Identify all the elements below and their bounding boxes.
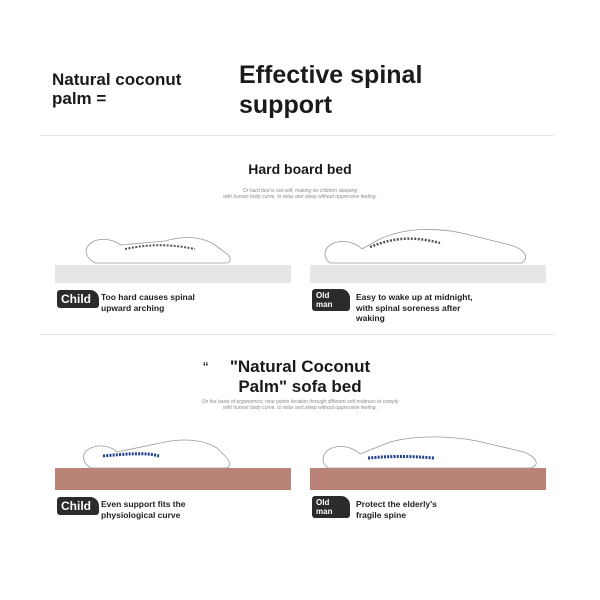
hard-oldman-caption: Easy to wake up at midnight, with spinal…	[356, 292, 473, 323]
hard-mattress-right	[310, 265, 546, 283]
section-title-palm-bed: "Natural Coconut Palm" sofa bed	[229, 357, 371, 396]
palm-mattress-right	[310, 468, 546, 490]
hard-bed-note-1: Or hard bed is not soft, making no child…	[242, 188, 358, 194]
palm-bed-child-illustration	[55, 412, 295, 502]
child-body-outline	[85, 237, 231, 264]
oldman-tag: Old man	[312, 289, 350, 311]
hard-bed-note-2: with human body curve, to relax and slee…	[223, 194, 377, 200]
palm-bed-note-1: On the basis of ergonomics, nine points …	[201, 399, 399, 405]
oldman-tag-palm: Old man	[312, 496, 350, 518]
oldman-spine-blue	[367, 455, 435, 460]
headline: Effective spinal support	[239, 61, 423, 119]
oldman-spine	[369, 237, 441, 249]
palm-mattress-left	[55, 468, 291, 490]
divider-top	[40, 135, 554, 136]
child-tag: Child	[57, 290, 99, 308]
child-tag-palm: Child	[57, 497, 99, 515]
oldman-body-outline-palm	[322, 436, 537, 469]
palm-oldman-caption: Protect the elderly's fragile spine	[356, 499, 437, 520]
section-title-hard-bed: Hard board bed	[248, 161, 352, 177]
hard-child-caption: Too hard causes spinal upward arching	[101, 292, 195, 313]
hard-mattress-left	[55, 265, 291, 283]
divider-middle	[40, 334, 554, 335]
palm-bed-oldman-illustration	[310, 412, 550, 502]
hard-bed-child-illustration	[55, 205, 295, 295]
oldman-body-outline	[324, 229, 526, 264]
palm-child-caption: Even support fits the physiological curv…	[101, 499, 186, 520]
child-body-outline-palm	[83, 439, 230, 469]
child-spine-blue	[102, 452, 160, 458]
hard-bed-oldman-illustration	[310, 205, 550, 295]
quote-mark: “	[203, 360, 209, 377]
child-spine	[124, 244, 196, 250]
lead-text: Natural coconut palm =	[52, 70, 182, 108]
palm-bed-note-2: with human body curve, to relax and slee…	[223, 405, 377, 411]
